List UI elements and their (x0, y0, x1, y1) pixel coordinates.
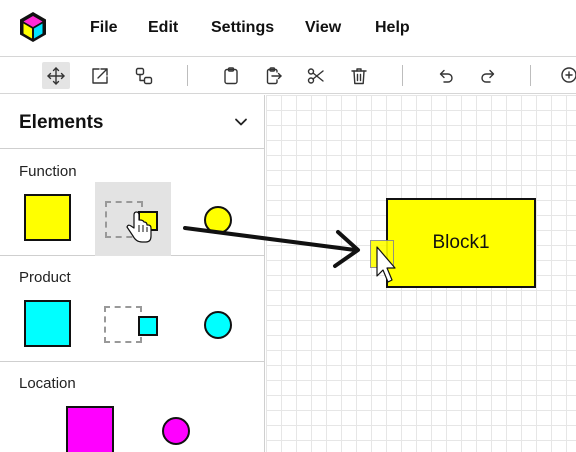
menu-help[interactable]: Help (375, 19, 410, 36)
section-title: Location (19, 375, 76, 392)
menu-file[interactable]: File (90, 19, 118, 36)
menu-settings[interactable]: Settings (211, 19, 275, 36)
function-placeholder-element[interactable] (95, 182, 171, 256)
undo-button[interactable] (432, 62, 460, 89)
product-square-element[interactable] (24, 300, 71, 347)
redo-button[interactable] (474, 62, 502, 89)
elements-panel-header[interactable]: Elements (0, 95, 264, 149)
section-function: Function (0, 150, 264, 256)
menu-edit[interactable]: Edit (148, 19, 179, 36)
function-circle-element[interactable] (204, 206, 232, 234)
delete-button[interactable] (345, 62, 373, 89)
paste-button[interactable] (260, 62, 288, 89)
section-title: Product (19, 269, 71, 286)
toolbar-divider (402, 65, 403, 86)
zoom-in-icon (561, 66, 576, 83)
panel-title: Elements (19, 112, 104, 133)
move-icon (47, 66, 65, 85)
section-title: Function (19, 163, 77, 180)
block-node[interactable]: Block1 (386, 198, 536, 288)
location-circle-element[interactable] (162, 417, 190, 445)
undo-icon (439, 69, 453, 83)
export-button[interactable] (86, 62, 114, 89)
connect-button[interactable] (130, 62, 158, 89)
connect-nodes-icon (135, 67, 153, 84)
function-square-element[interactable] (24, 194, 71, 241)
paste-icon (266, 66, 282, 84)
menu-bar: File Edit Settings View Help (0, 0, 576, 56)
product-circle-element[interactable] (204, 311, 232, 339)
menu-view[interactable]: View (305, 19, 342, 36)
redo-icon (481, 69, 495, 83)
copy-button[interactable] (217, 62, 245, 89)
trash-icon (351, 67, 367, 84)
toolbar (0, 56, 576, 94)
block-label: Block1 (432, 232, 490, 253)
small-square-glyph (138, 316, 158, 336)
clipboard-icon (224, 66, 238, 84)
move-button[interactable] (42, 62, 70, 89)
export-icon (92, 67, 108, 84)
scissors-icon (307, 67, 324, 84)
product-placeholder-element[interactable] (104, 306, 142, 343)
diagram-canvas[interactable]: Block1 (266, 95, 576, 452)
cut-button[interactable] (302, 62, 330, 89)
location-square-element[interactable] (66, 406, 114, 452)
cube-logo-icon (20, 12, 46, 42)
chevron-down-icon[interactable] (233, 116, 249, 128)
toolbar-divider (187, 65, 188, 86)
small-square-glyph (138, 211, 158, 231)
section-location: Location (0, 362, 264, 452)
elements-panel: Elements Function Product Location (0, 95, 265, 452)
zoom-in-button[interactable] (560, 62, 576, 89)
drag-ghost-element (370, 240, 394, 268)
section-product: Product (0, 256, 264, 362)
toolbar-divider (530, 65, 531, 86)
